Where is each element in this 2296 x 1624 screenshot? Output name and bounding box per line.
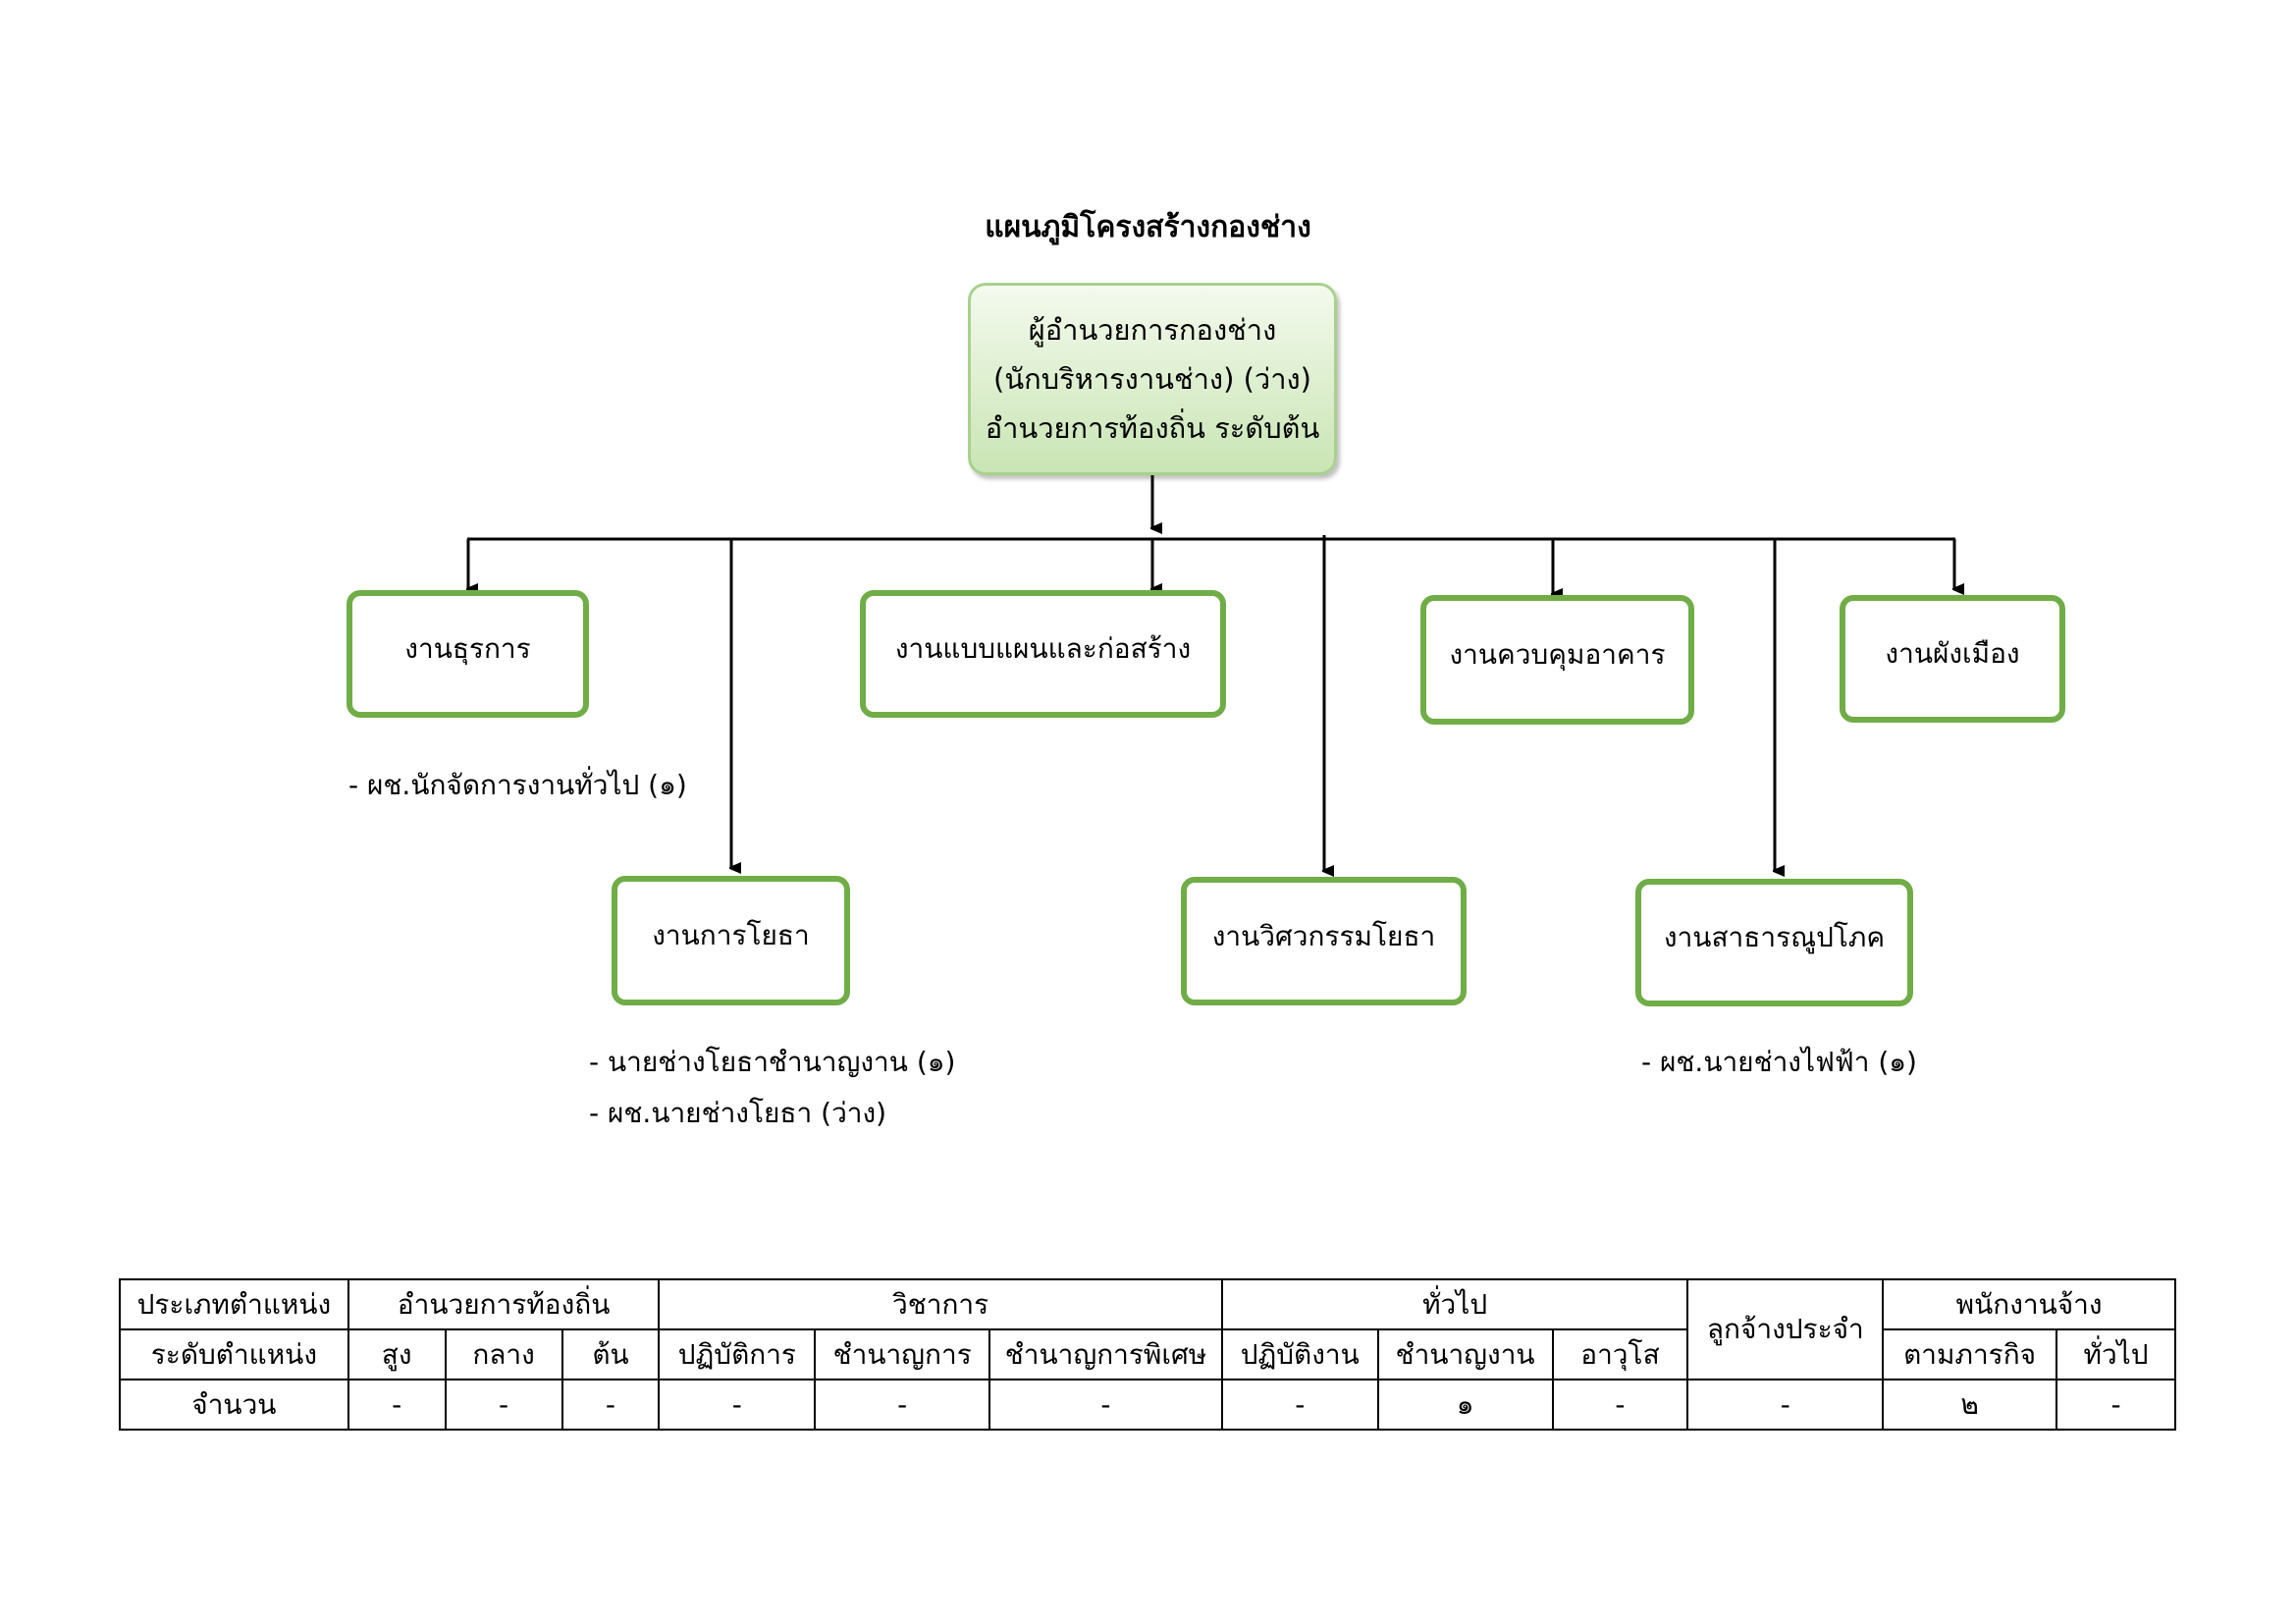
level-cell: ชำนาญงาน	[1376, 1328, 1554, 1380]
row-label-type: ประเภทตำแหน่ง	[119, 1278, 349, 1330]
director-level: อำนวยการท้องถิ่น ระดับต้น	[985, 411, 1320, 445]
count-cell: -	[1686, 1379, 1885, 1431]
row-label-level: ระดับตำแหน่ง	[119, 1328, 349, 1380]
unit-box-building-control: งานควบคุมอาคาร	[1420, 595, 1694, 725]
unit-label: งานธุรการ	[404, 632, 531, 665]
staff-note-civil-2: - ผช.นายช่างโยธา (ว่าง)	[589, 1097, 887, 1129]
staff-note-utility: - ผช.นายช่างไฟฟ้า (๑)	[1641, 1046, 1917, 1078]
count-cell: ๒	[1882, 1379, 2058, 1431]
count-cell: -	[1551, 1379, 1689, 1431]
level-cell: ชำนาญการ	[814, 1328, 991, 1380]
group-academic: วิชาการ	[658, 1278, 1223, 1330]
table-row-position-type: ประเภทตำแหน่ง อำนวยการท้องถิ่น วิชาการ ท…	[119, 1278, 2176, 1380]
level-cell: ตามภารกิจ	[1882, 1328, 2058, 1380]
unit-box-design-construction: งานแบบแผนและก่อสร้าง	[860, 590, 1226, 718]
unit-label: งานแบบแผนและก่อสร้าง	[894, 632, 1192, 665]
table-row-count: จำนวน - - - - - - - ๑ - - ๒ -	[119, 1379, 2176, 1431]
level-cell: อาวุโส	[1551, 1328, 1689, 1380]
unit-box-utilities: งานสาธารณูปโภค	[1635, 879, 1913, 1006]
level-cell: ต้น	[561, 1328, 661, 1380]
staff-note-admin: - ผช.นักจัดการงานทั่วไป (๑)	[348, 769, 687, 801]
director-box: ผู้อำนวยการกองช่าง (นักบริหารงานช่าง) (ว…	[968, 283, 1337, 475]
group-contract-employee: พนักงานจ้าง	[1882, 1278, 2176, 1330]
count-cell: -	[814, 1379, 991, 1431]
unit-box-civil-works: งานการโยธา	[612, 876, 850, 1005]
staff-note-civil-1: - นายช่างโยธาชำนาญงาน (๑)	[589, 1046, 956, 1078]
group-local-admin: อำนวยการท้องถิ่น	[347, 1278, 661, 1330]
chart-title: แผนภูมิโครงสร้างกองช่าง	[985, 210, 1311, 244]
group-permanent-employee: ลูกจ้างประจำ	[1686, 1278, 1885, 1380]
unit-label: งานผังเมือง	[1885, 637, 2020, 670]
director-title: ผู้อำนวยการกองช่าง	[1028, 313, 1277, 347]
unit-label: งานสาธารณูปโภค	[1663, 921, 1886, 953]
unit-label: งานวิศวกรรมโยธา	[1211, 919, 1436, 952]
unit-box-town-planning: งานผังเมือง	[1840, 595, 2065, 723]
row-label-count: จำนวน	[119, 1379, 349, 1431]
group-general: ทั่วไป	[1220, 1278, 1689, 1330]
level-cell: ปฏิบัติการ	[658, 1328, 817, 1380]
position-summary-table: ประเภทตำแหน่ง อำนวยการท้องถิ่น วิชาการ ท…	[119, 1278, 2176, 1431]
count-cell: -	[1220, 1379, 1379, 1431]
level-cell: ทั่วไป	[2056, 1328, 2176, 1380]
table-row-position-level: ระดับตำแหน่ง สูง กลาง ต้น ปฏิบัติการ ชำน…	[119, 1328, 2176, 1380]
level-cell: ชำนาญการพิเศษ	[988, 1328, 1223, 1380]
count-cell: -	[988, 1379, 1223, 1431]
unit-label: งานการโยธา	[652, 919, 810, 951]
count-cell: -	[658, 1379, 817, 1431]
level-cell: ปฏิบัติงาน	[1220, 1328, 1379, 1380]
count-cell: -	[444, 1379, 563, 1431]
director-subtitle: (นักบริหารงานช่าง) (ว่าง)	[993, 362, 1311, 396]
count-cell: -	[2056, 1379, 2176, 1431]
count-cell: -	[561, 1379, 661, 1431]
unit-box-admin: งานธุรการ	[347, 590, 589, 718]
level-cell: สูง	[347, 1328, 447, 1380]
count-cell: ๑	[1376, 1379, 1554, 1431]
level-cell: กลาง	[444, 1328, 563, 1380]
unit-label: งานควบคุมอาคาร	[1449, 638, 1666, 671]
count-cell: -	[347, 1379, 447, 1431]
unit-box-civil-engineering: งานวิศวกรรมโยธา	[1181, 877, 1467, 1005]
